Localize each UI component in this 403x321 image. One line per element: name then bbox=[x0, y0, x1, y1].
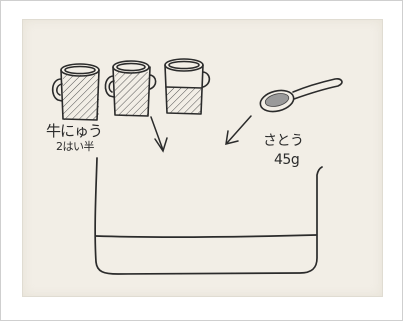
milk-amount-label: 2はい半 bbox=[56, 141, 94, 152]
sugar-label: さとう bbox=[263, 134, 304, 148]
pot-icon bbox=[95, 158, 322, 274]
arrow-icon bbox=[226, 116, 251, 144]
milk-cup-half-icon bbox=[165, 59, 209, 114]
arrow-icon bbox=[151, 117, 167, 151]
sugar-spoon-icon bbox=[258, 79, 342, 115]
milk-label: 牛にゅう bbox=[46, 124, 102, 139]
sugar-amount-label: 45g bbox=[274, 153, 299, 167]
milk-cup-full-icon bbox=[53, 64, 99, 120]
milk-cup-full-icon bbox=[105, 61, 155, 116]
